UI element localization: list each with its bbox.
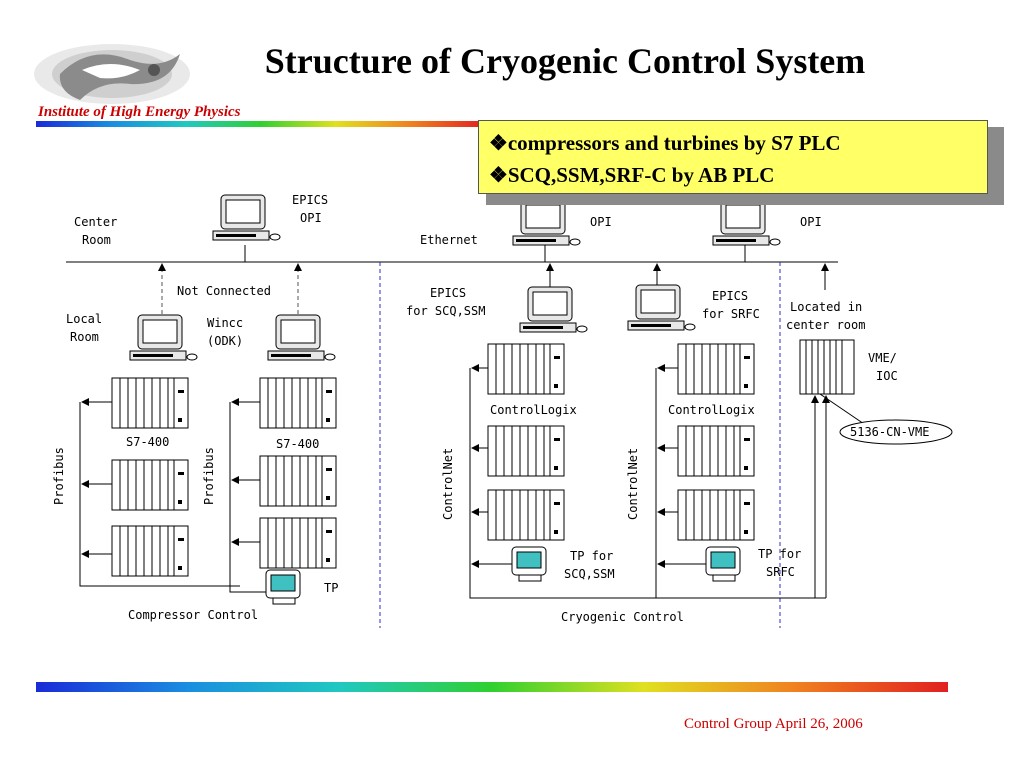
label-epics-srfc-2: for SRFC [702,307,760,321]
label-tp-srfc-2: SRFC [766,565,795,579]
label-ethernet: Ethernet [420,233,478,247]
logo-text: Institute of High Energy Physics [38,104,241,120]
label-epics-scq-1: EPICS [430,286,466,300]
label-center-room-1: Center [74,215,117,229]
label-epics-opi-1a: EPICS [292,193,328,207]
label-tp-srfc-1: TP for [758,547,801,561]
label-cryogenic-control: Cryogenic Control [561,610,684,624]
label-local-room-2: Room [70,330,99,344]
label-controlnet-a: ControlNet [441,448,455,520]
bottom-rainbow-bar [36,682,948,692]
label-tp: TP [324,581,338,595]
label-center-room-2: Room [82,233,111,247]
label-profibus-a: Profibus [52,447,66,505]
label-s7-400-b: S7-400 [276,437,319,451]
callout-line-2: ❖SCQ,SSM,SRF-C by AB PLC [489,163,775,187]
ihep-logo [34,44,190,104]
label-epics-opi-2b: OPI [590,215,612,229]
label-tp-scq-2: SCQ,SSM [564,567,615,581]
footer-text: Control Group April 26, 2006 [684,716,863,732]
label-cn-vme: 5136-CN-VME [850,425,929,439]
label-profibus-b: Profibus [202,447,216,505]
page-title: Structure of Cryogenic Control System [264,41,866,81]
label-controlnet-b: ControlNet [626,448,640,520]
label-epics-opi-3b: OPI [800,215,822,229]
label-wincc-2: (ODK) [207,334,243,348]
label-not-connected: Not Connected [177,284,271,298]
label-tp-scq-1: TP for [570,549,613,563]
label-vme-2: IOC [876,369,898,383]
label-controllogix-b: ControlLogix [668,403,755,417]
plc-callout-box: ❖compressors and turbines by S7 PLC ❖SCQ… [478,120,988,194]
top-rainbow-bar [36,121,486,127]
label-epics-scq-2: for SCQ,SSM [406,304,485,318]
label-epics-opi-1b: OPI [300,211,322,225]
label-wincc-1: Wincc [207,316,243,330]
callout-line-1: ❖compressors and turbines by S7 PLC [489,131,841,155]
label-compressor-control: Compressor Control [128,608,258,622]
label-controllogix-a: ControlLogix [490,403,577,417]
label-epics-srfc-1: EPICS [712,289,748,303]
label-located-1: Located in [790,300,862,314]
label-s7-400-a: S7-400 [126,435,169,449]
label-located-2: center room [786,318,865,332]
label-local-room-1: Local [66,312,102,326]
label-vme-1: VME/ [868,351,897,365]
